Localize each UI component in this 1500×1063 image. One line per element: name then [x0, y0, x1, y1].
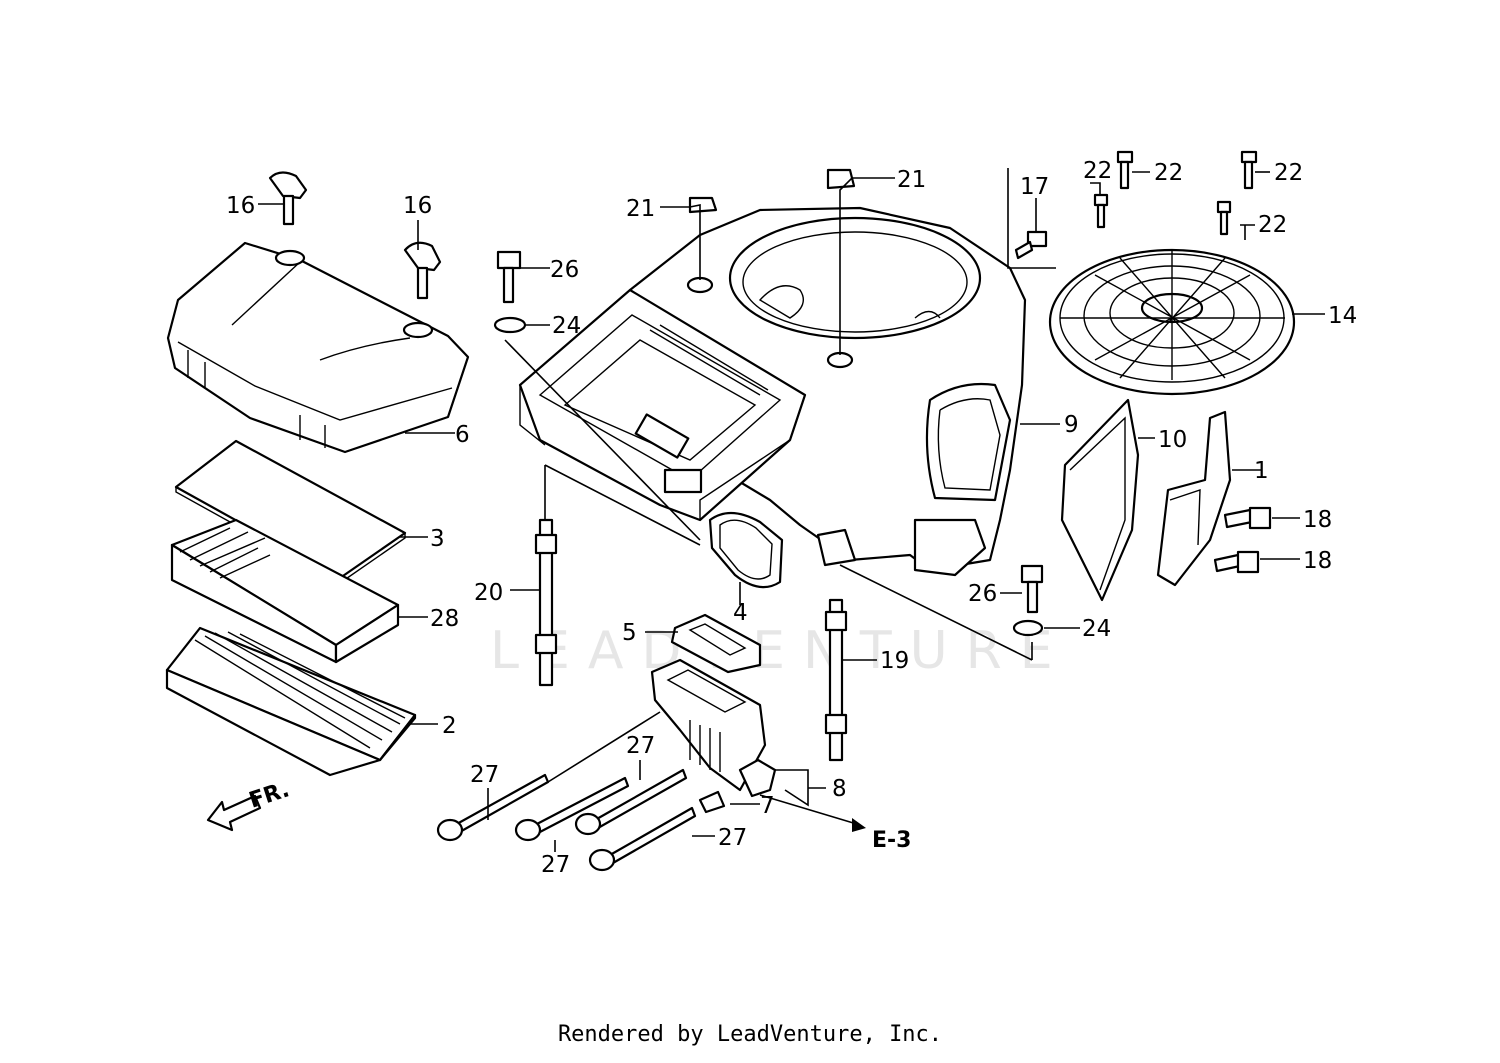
callout-22-d: 22: [1258, 212, 1287, 238]
watermark: LEADVENTURE: [490, 621, 1071, 681]
callout-16-right: 16: [403, 193, 432, 219]
callout-27-a: 27: [470, 762, 499, 788]
screw-22-a: [1093, 193, 1109, 229]
callout-1: 1: [1254, 458, 1269, 484]
footer-credit: Rendered by LeadVenture, Inc.: [557, 1022, 943, 1047]
bolt-26-lower: [1020, 564, 1044, 614]
wing-knob-right: [403, 241, 442, 300]
air-cleaner-base: [518, 288, 807, 522]
callout-20: 20: [474, 580, 503, 606]
flange-bolt-3: [574, 768, 688, 836]
air-cleaner-cover: [166, 241, 470, 454]
fan-cover-grill: [1048, 248, 1296, 396]
front-label: FR.: [246, 777, 292, 813]
callout-labels: 1 2 3 4 5 6 7 8 9 10 14 16 16 17 18 18 1…: [226, 158, 1357, 878]
callout-26-lower: 26: [968, 581, 997, 607]
callout-27-d: 27: [718, 825, 747, 851]
callout-24-upper: 24: [552, 313, 581, 339]
callout-16-left: 16: [226, 193, 255, 219]
screw-22-c: [1240, 150, 1258, 190]
callout-18-lower: 18: [1303, 548, 1332, 574]
intake-gasket: [670, 613, 762, 674]
callout-6: 6: [455, 422, 470, 448]
reference-e3: E-3: [872, 828, 911, 853]
callout-14: 14: [1328, 303, 1357, 329]
flange-bolt-2: [514, 776, 630, 842]
callout-10: 10: [1158, 427, 1187, 453]
callout-18-upper: 18: [1303, 507, 1332, 533]
bolt-18-upper: [1223, 506, 1272, 530]
flange-bolt-4: [588, 806, 697, 872]
callout-2: 2: [442, 713, 457, 739]
callout-21-right: 21: [897, 167, 926, 193]
callout-22-a: 22: [1083, 158, 1112, 184]
callout-21-left: 21: [626, 196, 655, 222]
callout-28: 28: [430, 606, 459, 632]
callout-26-upper: 26: [550, 257, 579, 283]
callout-4: 4: [733, 600, 748, 626]
bracket-1: [1156, 410, 1232, 587]
breather-tube: [698, 790, 726, 814]
bolt-17: [1014, 230, 1048, 260]
callout-22-c: 22: [1274, 160, 1303, 186]
callout-9: 9: [1064, 412, 1079, 438]
callout-17: 17: [1020, 174, 1049, 200]
callout-27-c: 27: [541, 852, 570, 878]
callout-3: 3: [430, 526, 445, 552]
stud-bolt-right: [824, 598, 848, 762]
nut-21-left: [688, 196, 718, 214]
fan-shroud: [613, 206, 1027, 577]
callout-8: 8: [832, 776, 847, 802]
screw-22-d: [1216, 200, 1232, 236]
washer-24-lower: [1012, 619, 1044, 637]
bracket-17: [1007, 168, 1056, 269]
screw-22-b: [1116, 150, 1134, 190]
air-guide-plate: [1060, 398, 1140, 602]
filter-mesh: [170, 518, 400, 664]
wing-knob-left: [268, 171, 308, 226]
callout-22-b: 22: [1154, 160, 1183, 186]
stud-bolt-left: [534, 518, 558, 687]
callout-5: 5: [622, 620, 637, 646]
washer-24-upper: [493, 316, 527, 334]
bolt-18-lower: [1213, 550, 1260, 574]
paper-air-filter: [165, 626, 417, 777]
callout-27-b: 27: [626, 733, 655, 759]
front-direction-arrow: FR.: [206, 777, 293, 832]
gasket: [708, 511, 784, 589]
callout-24-lower: 24: [1082, 616, 1111, 642]
callout-19: 19: [880, 648, 909, 674]
bolt-26-upper: [496, 250, 522, 304]
leader-lines: [258, 171, 1325, 852]
callout-7: 7: [760, 793, 775, 819]
intake-elbow: [650, 658, 777, 798]
